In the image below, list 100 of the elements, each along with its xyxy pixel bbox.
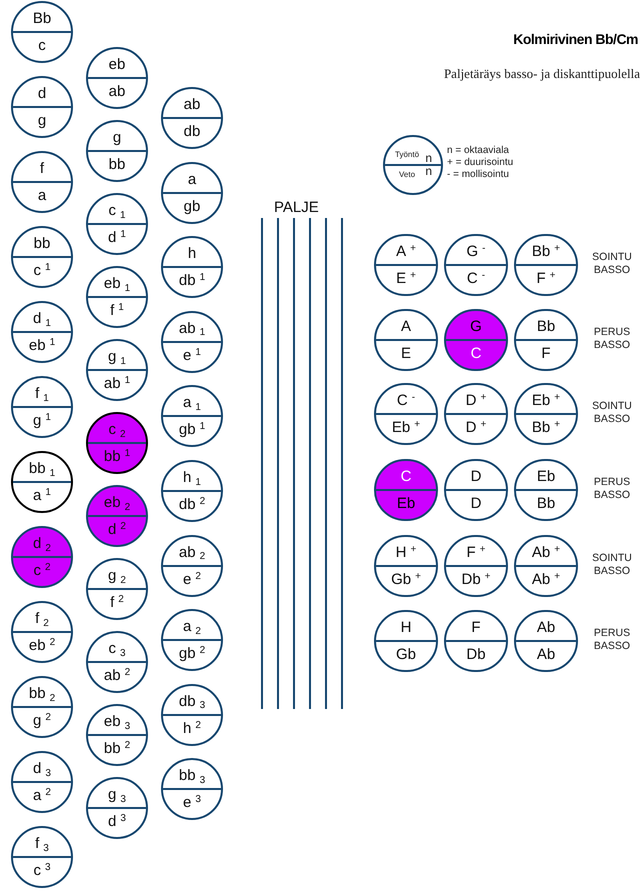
note-name: bb — [108, 157, 126, 172]
note-name: g$^{1}$ — [32, 413, 52, 428]
note-name: G — [469, 319, 483, 334]
row-label: PERUS BASSO — [592, 326, 632, 352]
note-name: c$^{2}$ — [32, 563, 52, 578]
note-name: h$_{1}$ — [182, 470, 202, 485]
note-name: db$_{3}$ — [178, 694, 206, 709]
note-symbol: n — [425, 165, 432, 177]
note-name: a — [36, 188, 48, 203]
note-name: bb$^{1}$ — [102, 449, 132, 464]
note-name: Bb — [536, 319, 556, 334]
note-name: ab$_{2}$ — [178, 544, 206, 560]
note-name: eb$_{1}$ — [102, 276, 132, 291]
note-symbol: n — [425, 152, 432, 164]
note-name: D$^{+}$ — [464, 393, 488, 408]
legend-note: + = duurisointu — [447, 158, 514, 168]
note-name: g$_{1}$ — [107, 349, 127, 364]
note-name: bb$_{2}$ — [28, 686, 56, 701]
note-name: f$_{3}$ — [34, 836, 50, 851]
note-name: f$^{2}$ — [109, 595, 125, 610]
note-name: eb$_{3}$ — [102, 714, 132, 729]
note-name: c$^{3}$ — [32, 863, 52, 878]
note-name: gb$^{2}$ — [178, 646, 206, 662]
note-name: E — [400, 346, 412, 361]
note-name: H — [400, 620, 412, 635]
note-name: D — [470, 496, 482, 511]
note-name: Bb$^{+}$ — [530, 244, 562, 259]
note-name: bb — [32, 236, 52, 251]
note-name: E$^{+}$ — [395, 271, 417, 286]
note-name: g$_{2}$ — [107, 568, 127, 583]
note-name: d$_{1}$ — [32, 311, 52, 326]
note-name: e$^{2}$ — [182, 572, 202, 587]
note-name: eb$_{2}$ — [102, 495, 132, 510]
note-name: Eb$^{+}$ — [530, 393, 562, 408]
note-name: eb$^{1}$ — [28, 338, 56, 353]
note-name: c — [37, 38, 47, 53]
note-name: C — [470, 346, 482, 361]
note-name: F — [540, 346, 552, 361]
note-name: e$^{1}$ — [182, 348, 202, 363]
note-name: Ab — [536, 647, 556, 662]
note-name: a$^{1}$ — [32, 488, 52, 503]
legend-note: n = oktaaviala — [447, 146, 509, 156]
title: Kolmirivinen Bb/Cm — [513, 30, 638, 49]
note-name: eb — [108, 57, 126, 72]
note-name: D$^{+}$ — [464, 420, 488, 435]
note-name: Eb$^{+}$ — [390, 420, 422, 435]
note-name: Ab$^{+}$ — [530, 545, 562, 560]
note-name: g — [36, 113, 48, 128]
note-name: bb$_{3}$ — [178, 768, 206, 784]
note-name: Gb — [394, 647, 417, 662]
note-name: d$^{3}$ — [107, 814, 127, 829]
subtitle: Paljetäräys basso- ja diskanttipuolella — [444, 65, 640, 83]
bellows-label: PALJE — [274, 198, 319, 218]
note-name: gb — [182, 198, 202, 214]
note-name: H$^{+}$ — [394, 545, 418, 560]
note-name: Bb — [536, 496, 556, 511]
note-name: Db$^{+}$ — [460, 572, 492, 587]
note-name: Bb$^{+}$ — [530, 420, 562, 435]
note-name: gb$^{1}$ — [178, 422, 206, 438]
note-name: G$^{-}$ — [465, 244, 486, 259]
note-name: ab$^{1}$ — [102, 376, 132, 391]
note-name: f$_{2}$ — [34, 611, 50, 626]
note-name: a$_{1}$ — [182, 395, 202, 410]
note-name: e$^{3}$ — [182, 795, 202, 810]
note-name: a$^{2}$ — [32, 788, 52, 803]
note-name: eb$^{2}$ — [28, 638, 56, 653]
note-name: F$^{+}$ — [465, 545, 486, 560]
row-label: SOINTU BASSO — [591, 552, 633, 578]
note-name: f$_{1}$ — [34, 386, 50, 401]
note-name: C$^{-}$ — [396, 393, 416, 408]
note-name: Gb$^{+}$ — [390, 572, 422, 587]
note-name: F$^{+}$ — [535, 271, 556, 286]
note-name: f$^{1}$ — [109, 303, 125, 318]
note-name: h — [186, 246, 198, 262]
note-name: f — [38, 161, 46, 176]
note-name: d$_{3}$ — [32, 761, 52, 776]
note-name: Bb — [32, 11, 52, 26]
note-name: F — [470, 620, 482, 635]
row-label: PERUS BASSO — [592, 476, 632, 502]
note-name: C — [400, 469, 412, 484]
legend-text: Veto — [399, 171, 416, 179]
note-name: d$^{1}$ — [107, 230, 127, 245]
note-name: C$^{-}$ — [466, 271, 486, 286]
note-name: ab — [182, 97, 202, 112]
note-name: A$^{+}$ — [395, 244, 417, 259]
note-name: d$^{2}$ — [107, 522, 127, 537]
note-name: c$_{2}$ — [107, 422, 127, 437]
row-label: SOINTU BASSO — [591, 251, 633, 277]
note-name: ab$^{2}$ — [102, 668, 132, 683]
note-name: a — [186, 172, 198, 187]
note-name: Eb — [536, 469, 556, 484]
note-name: Ab — [536, 620, 556, 635]
note-name: a$_{2}$ — [182, 619, 202, 634]
note-name: bb$_{1}$ — [28, 461, 56, 476]
note-name: h$^{2}$ — [182, 720, 202, 736]
note-name: ab — [108, 84, 126, 99]
note-name: Eb — [396, 496, 416, 511]
note-name: d — [36, 86, 48, 101]
legend-text: Työntö — [395, 151, 420, 159]
note-name: ab$_{1}$ — [178, 320, 206, 336]
